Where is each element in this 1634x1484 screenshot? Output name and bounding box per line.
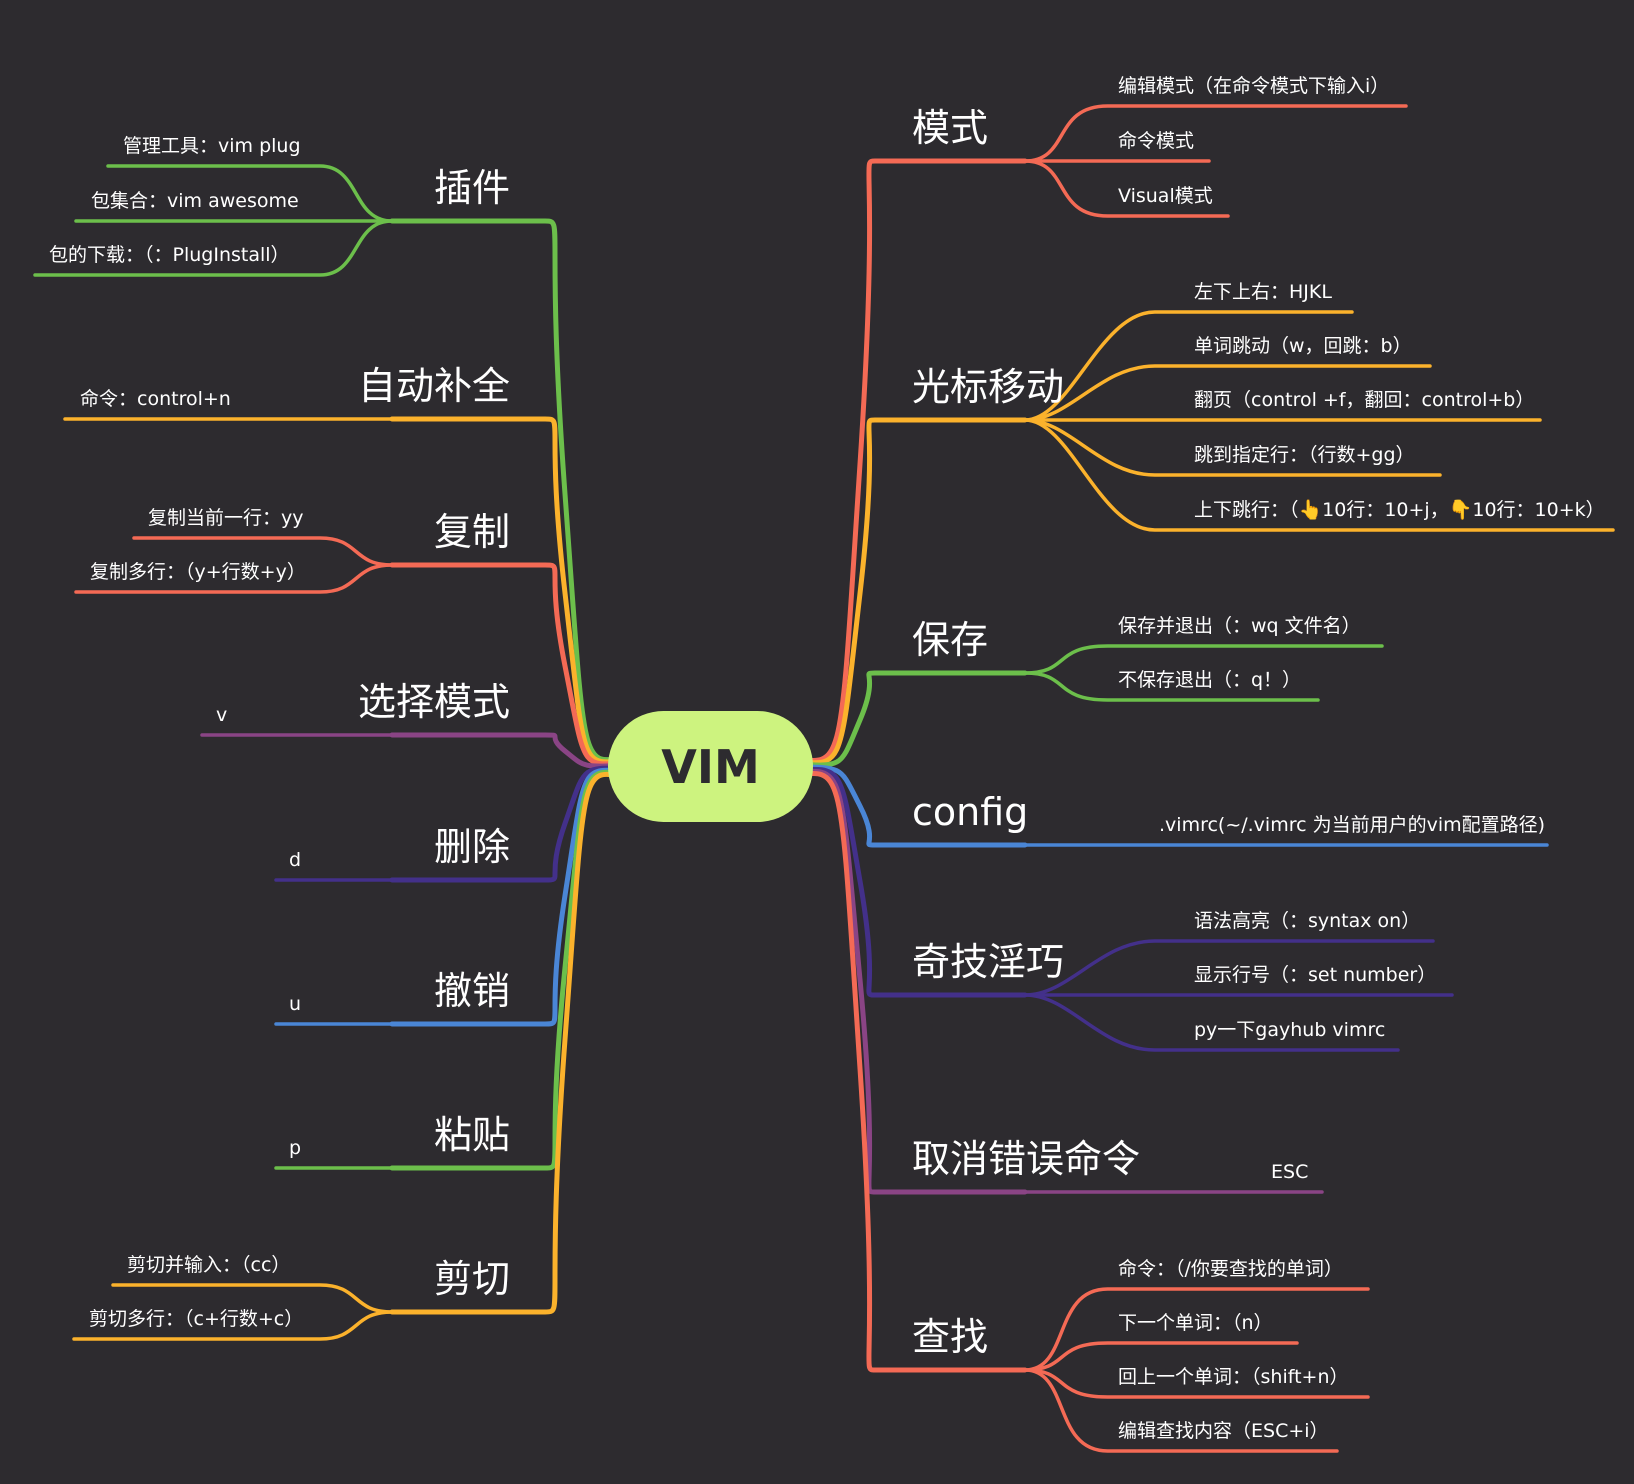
left-branch-label-0[interactable]: 插件 xyxy=(433,166,510,210)
sub-line-l2-0 xyxy=(132,536,394,567)
right-sub-label-4-2[interactable]: py一下gayhub vimrc xyxy=(1194,1019,1386,1041)
sub-line-r2-0 xyxy=(1023,644,1384,675)
left-branch-line-1 xyxy=(389,416,628,765)
sub-line-r1-3 xyxy=(1023,418,1442,477)
left-sub-label-5-0[interactable]: u xyxy=(289,993,302,1015)
left-sub-label-0-1[interactable]: 包集合：vim awesome xyxy=(91,190,299,212)
left-sub-label-7-1[interactable]: 剪切多行：（c+行数+c） xyxy=(89,1308,304,1330)
sub-line-l0-2 xyxy=(33,219,394,277)
sub-line-r6-3 xyxy=(1023,1368,1339,1453)
left-branch-line-2 xyxy=(389,562,628,767)
root-label: VIM xyxy=(661,739,760,794)
right-sub-label-6-1[interactable]: 下一个单词：（n） xyxy=(1118,1312,1273,1334)
left-branch-line-5 xyxy=(389,767,628,1027)
left-branch-label-3[interactable]: 选择模式 xyxy=(357,680,510,724)
sub-line-r0-2 xyxy=(1023,159,1230,218)
right-branch-label-2[interactable]: 保存 xyxy=(912,618,989,662)
connector-lines xyxy=(33,104,1615,1453)
left-branch-label-1[interactable]: 自动补全 xyxy=(357,364,510,408)
sub-line-l7-0 xyxy=(111,1283,394,1314)
right-sub-label-1-2[interactable]: 翻页（control +f，翻回：control+b） xyxy=(1194,389,1535,411)
right-sub-label-1-3[interactable]: 跳到指定行：（行数+gg） xyxy=(1194,444,1415,466)
right-sub-label-5-0[interactable]: ESC xyxy=(1271,1161,1309,1183)
left-branch-label-7[interactable]: 剪切 xyxy=(433,1257,510,1301)
sub-line-l2-1 xyxy=(74,563,394,594)
sub-line-r4-2 xyxy=(1023,993,1400,1052)
right-branch-label-3[interactable]: config xyxy=(912,790,1029,834)
sub-line-r6-1 xyxy=(1023,1341,1299,1372)
left-branch-label-5[interactable]: 撤销 xyxy=(433,969,510,1013)
sub-line-r1-4 xyxy=(1023,418,1615,532)
left-sub-label-3-0[interactable]: v xyxy=(216,704,228,726)
left-branch-line-3 xyxy=(389,732,628,769)
left-branch-label-6[interactable]: 粘贴 xyxy=(433,1113,510,1157)
branch-line-1 xyxy=(792,417,1028,766)
left-branch-line-4 xyxy=(389,765,628,883)
sub-line-r1-0 xyxy=(1023,310,1354,422)
right-sub-label-2-0[interactable]: 保存并退出（：wq 文件名） xyxy=(1118,615,1361,637)
right-branch-label-5[interactable]: 取消错误命令 xyxy=(912,1137,1141,1181)
sub-line-l0-0 xyxy=(106,164,394,223)
sub-line-l7-1 xyxy=(72,1310,394,1341)
right-sub-label-1-1[interactable]: 单词跳动（w，回跳：b） xyxy=(1194,335,1412,357)
right-sub-label-4-0[interactable]: 语法高亮（：syntax on） xyxy=(1194,910,1421,932)
left-sub-label-7-0[interactable]: 剪切并输入：（cc） xyxy=(127,1254,291,1276)
right-branch-label-6[interactable]: 查找 xyxy=(912,1315,989,1359)
right-sub-label-0-1[interactable]: 命令模式 xyxy=(1118,130,1195,152)
right-sub-label-0-2[interactable]: Visual模式 xyxy=(1118,185,1213,207)
right-sub-label-6-3[interactable]: 编辑查找内容（ESC+i） xyxy=(1118,1420,1329,1442)
left-sub-label-0-0[interactable]: 管理工具：vim plug xyxy=(123,135,301,157)
right-sub-label-6-2[interactable]: 回上一个单词：（shift+n） xyxy=(1118,1366,1349,1388)
sub-line-r6-2 xyxy=(1023,1368,1370,1399)
left-sub-label-6-0[interactable]: p xyxy=(289,1137,302,1159)
left-sub-label-4-0[interactable]: d xyxy=(289,849,302,871)
left-sub-label-2-1[interactable]: 复制多行：（y+行数+y） xyxy=(90,561,306,583)
right-sub-label-1-4[interactable]: 上下跳行：（👆10行：10+j，👇10行：10+k） xyxy=(1194,499,1605,521)
sub-line-r6-0 xyxy=(1023,1287,1370,1372)
right-branch-label-4[interactable]: 奇技淫巧 xyxy=(912,940,1065,984)
left-sub-label-0-2[interactable]: 包的下载：（：PlugInstall） xyxy=(49,244,290,266)
sub-line-r0-0 xyxy=(1023,104,1408,163)
left-branch-line-7 xyxy=(389,771,628,1315)
right-sub-label-2-1[interactable]: 不保存退出（：q！） xyxy=(1118,669,1302,691)
sub-line-r2-1 xyxy=(1023,671,1320,702)
left-branch-line-0 xyxy=(389,218,628,763)
right-sub-label-4-1[interactable]: 显示行号（：set number） xyxy=(1194,964,1437,986)
sub-line-r4-0 xyxy=(1023,939,1435,997)
branch-line-6 xyxy=(792,771,1028,1373)
left-sub-label-2-0[interactable]: 复制当前一行：yy xyxy=(148,507,304,529)
right-sub-label-6-0[interactable]: 命令：（/你要查找的单词） xyxy=(1118,1258,1343,1280)
left-sub-label-1-0[interactable]: 命令：control+n xyxy=(80,388,231,410)
branch-line-0 xyxy=(792,158,1028,763)
right-sub-label-3-0[interactable]: .vimrc(~/.vimrc 为当前用户的vim配置路径) xyxy=(1159,814,1546,836)
left-branch-label-2[interactable]: 复制 xyxy=(433,510,510,554)
left-branch-label-4[interactable]: 删除 xyxy=(433,825,510,869)
right-branch-label-0[interactable]: 模式 xyxy=(912,106,989,150)
sub-line-r1-1 xyxy=(1023,364,1432,422)
branch-line-4 xyxy=(792,766,1028,998)
branch-line-2 xyxy=(792,670,1028,768)
right-sub-label-1-0[interactable]: 左下上右：HJKL xyxy=(1194,281,1332,303)
branch-line-3 xyxy=(792,764,1028,848)
right-sub-label-0-0[interactable]: 编辑模式（在命令模式下输入i） xyxy=(1118,75,1390,97)
root-node[interactable]: VIM xyxy=(608,711,813,822)
right-branch-label-1[interactable]: 光标移动 xyxy=(912,365,1065,409)
